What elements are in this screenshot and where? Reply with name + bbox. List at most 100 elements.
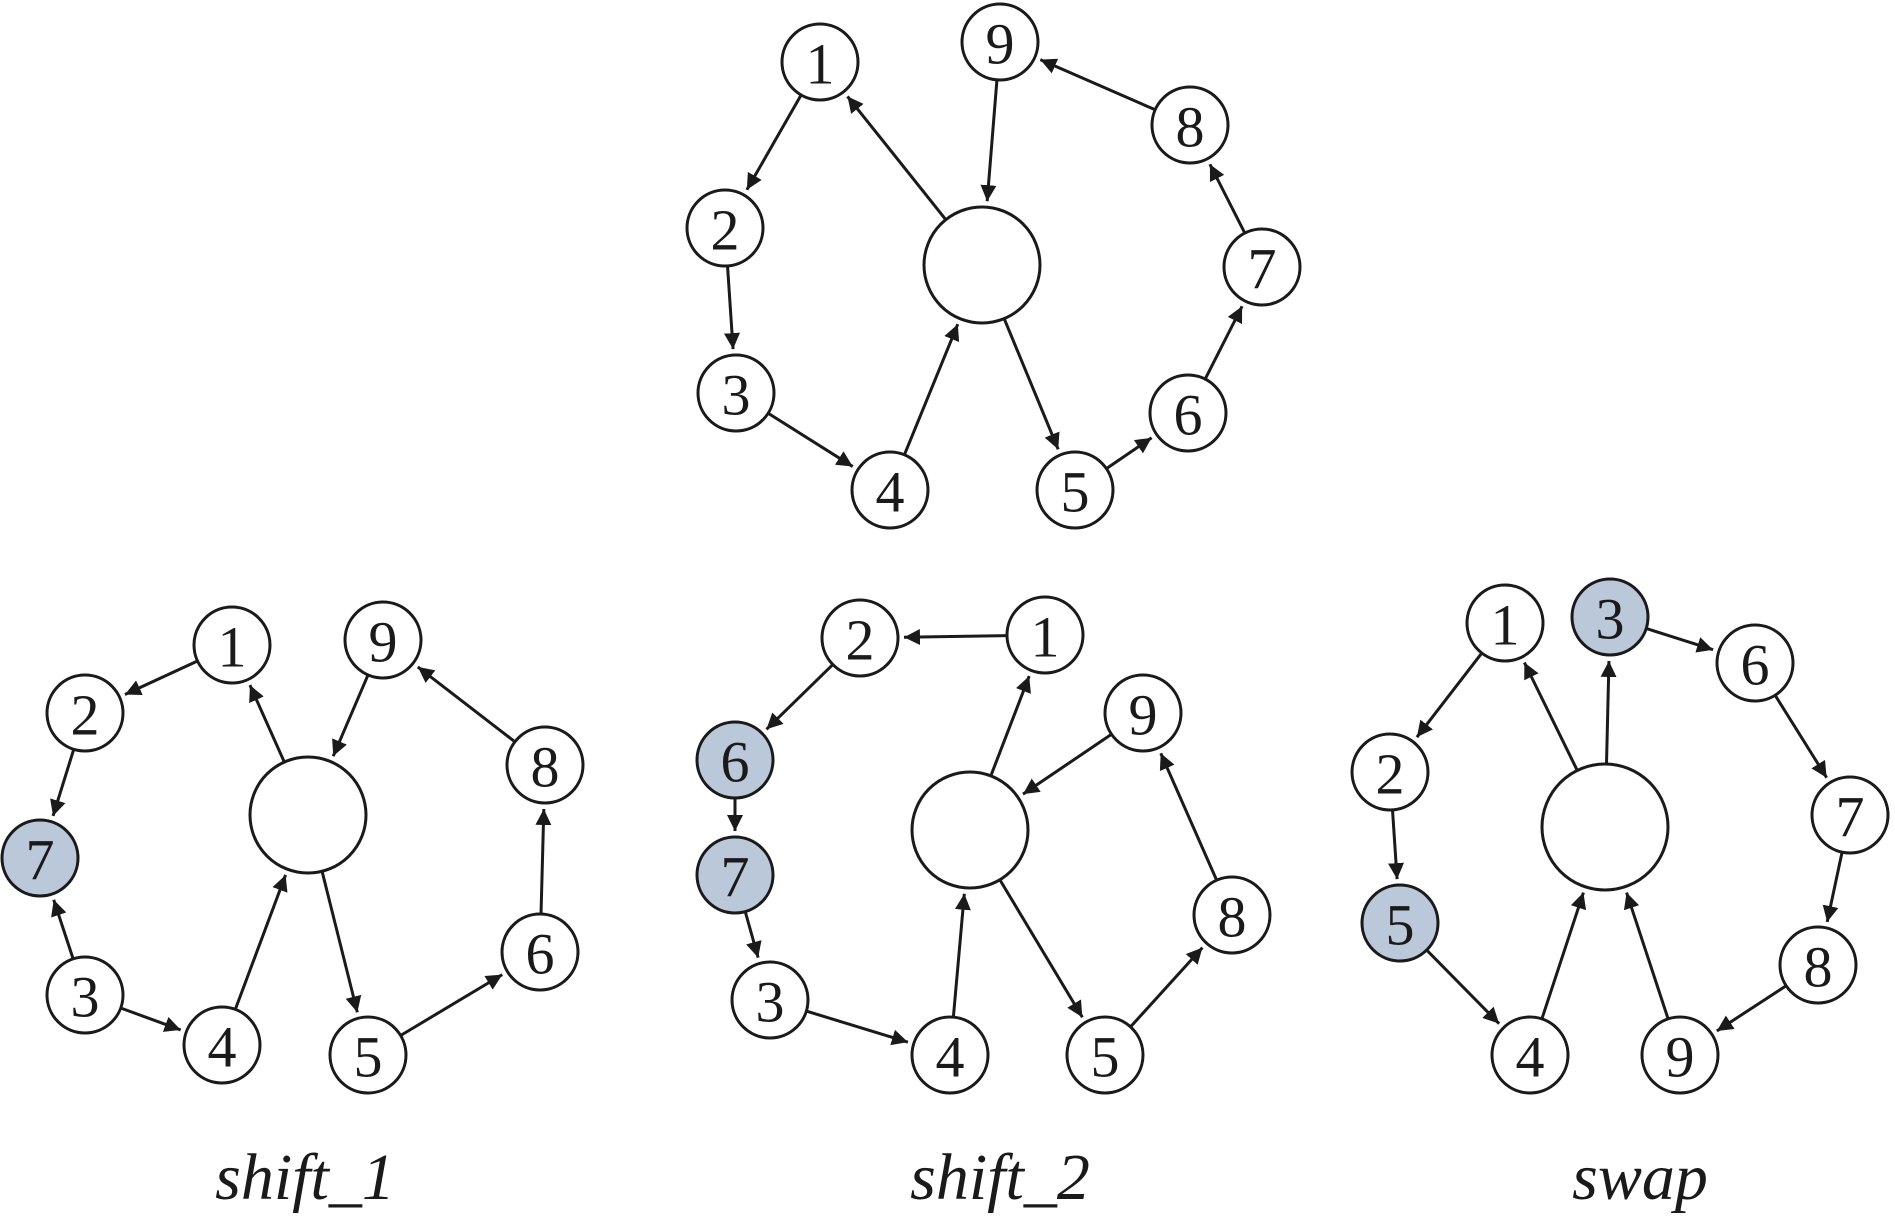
node-4: 4 xyxy=(182,1005,262,1085)
node-label: 3 xyxy=(71,965,100,1030)
node-circle xyxy=(695,720,775,800)
edge-9-to-depot xyxy=(1623,892,1670,1020)
node-circle xyxy=(1103,673,1183,753)
node-2: 2 xyxy=(685,188,765,268)
node-3: 3 xyxy=(730,960,810,1040)
node-circle xyxy=(1810,775,1890,855)
node-label: 2 xyxy=(71,683,100,748)
node-8: 8 xyxy=(1150,85,1230,165)
node-5: 5 xyxy=(1360,883,1440,963)
edge-6-to-7 xyxy=(1773,694,1828,779)
edge-5-to-4 xyxy=(1425,949,1501,1025)
edge-2-to-5 xyxy=(1388,809,1405,880)
depot-node xyxy=(922,205,1042,325)
node-label: 8 xyxy=(1176,95,1205,160)
node-1: 1 xyxy=(192,605,272,685)
node-circle xyxy=(343,600,423,680)
node-7: 7 xyxy=(1810,775,1890,855)
node-circle xyxy=(1715,623,1795,703)
edge-9-to-depot xyxy=(1022,733,1113,796)
depot-circle xyxy=(248,755,368,875)
node-6: 6 xyxy=(695,720,775,800)
node-label: 5 xyxy=(354,1025,383,1090)
depot-circle xyxy=(910,770,1030,890)
edge-depot-to-5 xyxy=(1002,318,1060,450)
edge-5-to-8 xyxy=(1129,946,1204,1028)
node-label: 9 xyxy=(986,12,1015,77)
node-circle xyxy=(1222,227,1302,307)
edge-1-to-2 xyxy=(124,659,199,696)
depot-circle xyxy=(922,205,1042,325)
node-label: 5 xyxy=(1386,893,1415,958)
node-label: 8 xyxy=(1218,885,1247,950)
node-label: 1 xyxy=(806,32,835,97)
edge-4-to-depot xyxy=(902,323,960,456)
depot-circle xyxy=(1540,762,1670,892)
node-7: 7 xyxy=(0,818,80,898)
edge-8-to-9 xyxy=(1039,58,1156,112)
edge-3-to-4 xyxy=(120,1006,182,1032)
node-circle xyxy=(505,725,585,805)
node-circle xyxy=(910,1015,990,1095)
node-circle xyxy=(1465,583,1545,663)
edge-depot-to-5 xyxy=(320,870,362,1013)
node-circle xyxy=(1350,732,1430,812)
node-6: 6 xyxy=(500,912,580,992)
node-7: 7 xyxy=(695,835,775,915)
node-circle xyxy=(1192,875,1272,955)
node-1: 1 xyxy=(780,22,860,102)
node-9: 9 xyxy=(343,600,423,680)
node-3: 3 xyxy=(696,353,776,433)
node-2: 2 xyxy=(45,673,125,753)
edge-4-to-depot xyxy=(951,893,971,1018)
diagram-shift-2: 1 26 7 3 4 5 8 9 xyxy=(695,595,1272,1095)
edge-5-to-6 xyxy=(399,973,504,1037)
node-label: 9 xyxy=(369,610,398,675)
node-label: 5 xyxy=(1091,1025,1120,1090)
node-label: 9 xyxy=(1129,683,1158,748)
node-1: 1 xyxy=(1005,595,1085,675)
edge-4-to-depot xyxy=(233,874,288,1010)
node-label: 6 xyxy=(1741,633,1770,698)
edge-3-to-6 xyxy=(1645,627,1714,653)
edge-1-to-2 xyxy=(1415,652,1483,739)
node-label: 8 xyxy=(531,735,560,800)
edge-8-to-9 xyxy=(1716,984,1787,1033)
node-4: 4 xyxy=(850,450,930,530)
node-label: 2 xyxy=(1376,742,1405,807)
edge-9-to-depot xyxy=(331,674,370,757)
edge-depot-to-1 xyxy=(248,684,286,763)
node-8: 8 xyxy=(505,725,585,805)
node-label: 7 xyxy=(1836,785,1865,850)
node-circle xyxy=(695,835,775,915)
node-label: 3 xyxy=(722,363,751,428)
edge-3-to-4 xyxy=(805,1009,909,1046)
node-circle xyxy=(45,673,125,753)
node-4: 4 xyxy=(910,1015,990,1095)
edge-depot-to-1 xyxy=(846,95,947,221)
node-circle xyxy=(1570,577,1650,657)
node-label: 4 xyxy=(208,1015,237,1080)
edge-depot-to-1 xyxy=(989,675,1031,777)
node-label: 9 xyxy=(1666,1025,1695,1090)
diagram-shift-1: 1 2 7 3 4 5 6 8 9 xyxy=(0,600,585,1095)
node-circle xyxy=(500,912,580,992)
node-label: 2 xyxy=(711,198,740,263)
node-label: 7 xyxy=(26,828,55,893)
node-4: 4 xyxy=(1490,1015,1570,1095)
depot-node xyxy=(248,755,368,875)
node-circle xyxy=(1005,595,1085,675)
node-label: 3 xyxy=(1596,587,1625,652)
node-circle xyxy=(1148,373,1228,453)
node-circle xyxy=(328,1015,408,1095)
edge-6-to-7 xyxy=(1203,305,1244,380)
node-circle xyxy=(45,955,125,1035)
edge-4-to-depot xyxy=(1540,892,1587,1020)
node-circle xyxy=(192,605,272,685)
node-circle xyxy=(850,450,930,530)
edge-1-to-2 xyxy=(745,94,803,191)
node-2: 2 xyxy=(820,598,900,678)
caption-shift-2: shift_2 xyxy=(910,1141,1090,1214)
